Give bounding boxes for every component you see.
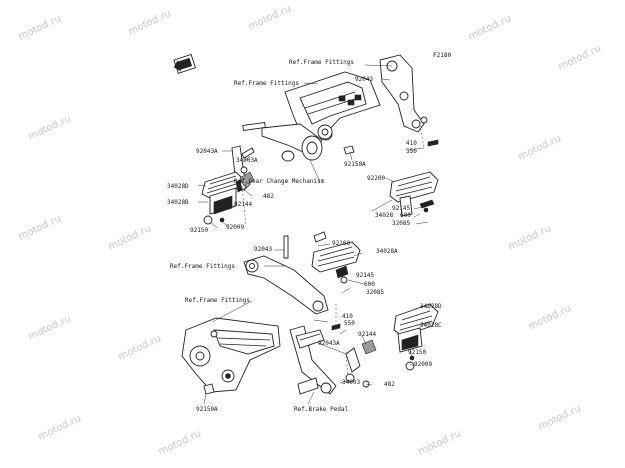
watermark: motod.ru	[27, 313, 73, 342]
part-92150-label: 92150	[408, 349, 426, 356]
part-550-label: 550	[344, 320, 355, 327]
watermark: motod.ru	[17, 213, 63, 242]
part-32085-label: 32085	[392, 220, 410, 227]
part-600-label: 600	[400, 212, 411, 219]
part-92043A-label: 92043A	[318, 340, 340, 347]
watermark: motod.ru	[127, 8, 173, 37]
part-410-label: 410	[342, 313, 353, 320]
watermark: motod.ru	[517, 133, 563, 162]
part-34028B-label: 34028B	[167, 199, 189, 206]
watermark: motod.ru	[527, 303, 573, 332]
upper-left-footpeg	[201, 171, 243, 225]
part-92145-label: 92145	[356, 272, 374, 279]
upper-hardware	[240, 116, 439, 174]
ref-frame-fittings-label: Ref.Frame Fittings	[234, 80, 299, 87]
part-92009-label: 92009	[414, 361, 432, 368]
ref-frame-fittings-label: Ref.Frame Fittings	[170, 263, 235, 270]
leader-lines	[197, 64, 431, 405]
watermark: motod.ru	[37, 413, 83, 442]
part-550-label: 550	[406, 148, 417, 155]
upper-right-footpeg	[389, 171, 439, 217]
part-92144-label: 92144	[234, 201, 252, 208]
watermark: motod.ru	[107, 223, 153, 252]
part-92200-label: 92200	[332, 240, 350, 247]
part-92043A-label: 92043A	[196, 148, 218, 155]
lower-hardware	[203, 231, 377, 395]
part-92009-label: 92009	[226, 224, 244, 231]
part-34003A-label: 34003A	[236, 157, 258, 164]
part-34028D-label: 34028D	[420, 303, 442, 310]
part-600-label: 600	[364, 281, 375, 288]
part-32085-label: 32085	[366, 289, 384, 296]
part-482-label: 482	[263, 193, 274, 200]
upper-right-bracket	[379, 54, 425, 133]
part-410-label: 410	[406, 140, 417, 147]
lower-right-footpeg	[311, 241, 361, 279]
watermark: motod.ru	[557, 43, 603, 72]
brake-pedal	[289, 325, 337, 395]
ref-frame-fittings-label: Ref.Frame Fittings	[289, 59, 354, 66]
part-92043-label: 92043	[355, 76, 373, 83]
part-92200-label: 92200	[367, 175, 385, 182]
ref-gear-change-label: Ref.Gear Change Mechanism	[234, 178, 325, 185]
part-92150A-label: 92150A	[344, 161, 366, 168]
part-482-label: 482	[384, 381, 395, 388]
lower-bracket-plate	[181, 317, 281, 393]
watermark: motod.ru	[17, 13, 63, 42]
part-92043-label: 92043	[254, 246, 272, 253]
part-34028C-label: 34028C	[420, 322, 442, 329]
part-34028A-label: 34028A	[376, 248, 398, 255]
part-92145-label: 92145	[392, 205, 410, 212]
watermark: motod.ru	[417, 428, 463, 457]
shift-lever	[242, 121, 333, 162]
watermark: motod.ru	[537, 403, 583, 432]
upper-pivot-parts	[235, 171, 255, 193]
ref-brake-pedal-label: Ref.Brake Pedal	[294, 406, 349, 413]
figure-code: F2180	[433, 52, 451, 59]
part-34003-label: 34003	[342, 379, 360, 386]
watermark: motod.ru	[467, 13, 513, 42]
ref-frame-fittings-label: Ref.Frame Fittings	[185, 297, 250, 304]
part-92150-label: 92150	[190, 227, 208, 234]
part-92150A-label: 92150A	[196, 406, 218, 413]
lower-rear-bracket	[243, 255, 329, 315]
lower-left-footpeg	[393, 303, 439, 371]
front-direction-icon	[173, 53, 197, 74]
part-34028D-label: 34028D	[167, 183, 189, 190]
watermark: motod.ru	[507, 223, 553, 252]
part-labels: Ref.Frame Fittings Ref.Frame Fittings 92…	[167, 59, 442, 413]
watermark: motod.ru	[157, 428, 203, 457]
watermark: motod.ru	[27, 113, 73, 142]
part-92144-label: 92144	[358, 331, 376, 338]
part-34028-label: 34028	[375, 212, 393, 219]
watermark: motod.ru	[247, 3, 293, 32]
upper-bracket-plate	[284, 71, 381, 143]
watermark: motod.ru	[117, 333, 163, 362]
